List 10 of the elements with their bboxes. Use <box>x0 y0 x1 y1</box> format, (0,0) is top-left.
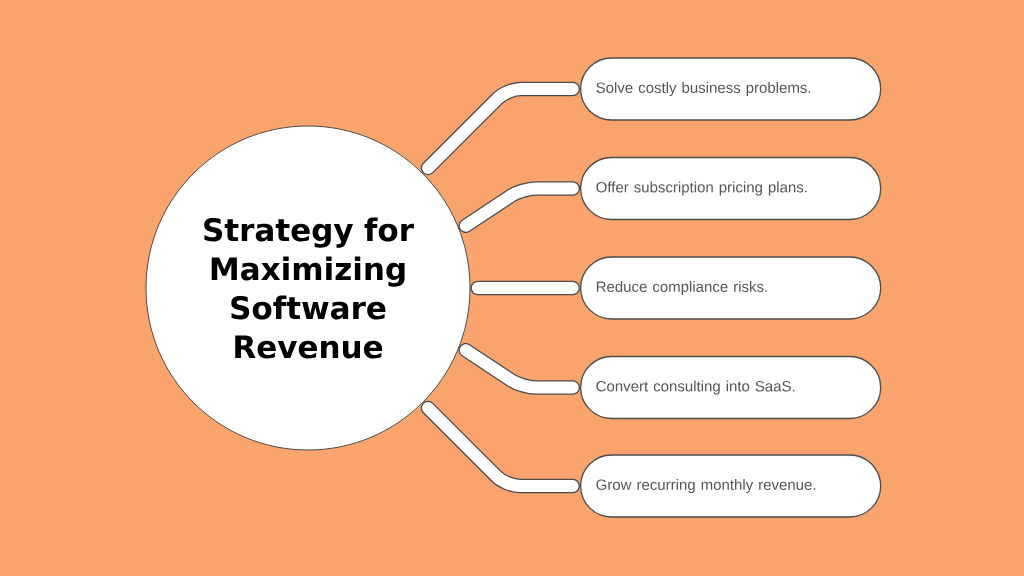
item-pill: Offer subscription pricing plans. <box>580 156 882 221</box>
connector <box>420 400 580 494</box>
item-pill: Reduce compliance risks. <box>580 256 882 320</box>
connector <box>420 81 580 176</box>
connector <box>458 342 580 395</box>
item-pill: Solve costly business problems. <box>580 57 882 121</box>
item-pill: Grow recurring monthly revenue. <box>580 454 882 518</box>
item-pill: Convert consulting into SaaS. <box>580 355 882 420</box>
connector <box>470 280 580 296</box>
connector <box>458 181 580 234</box>
